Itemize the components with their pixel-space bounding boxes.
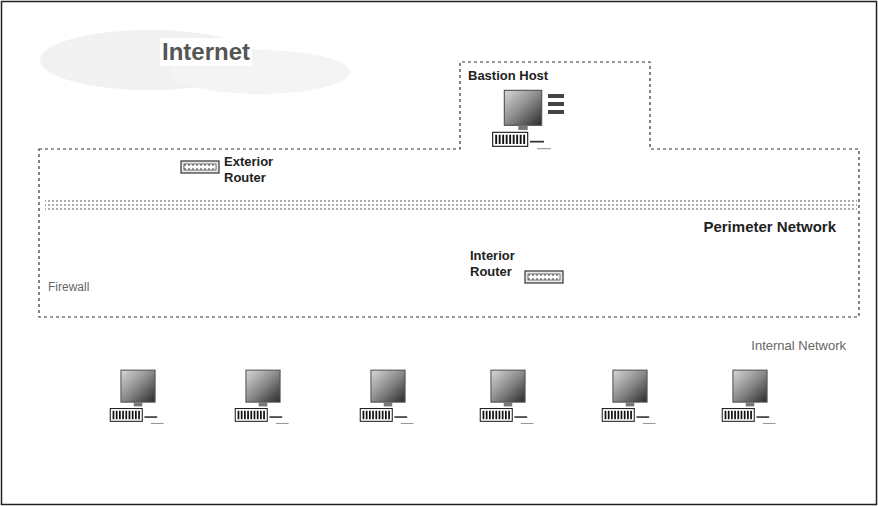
host-label: Bastion Host [468, 68, 618, 84]
router-label: Exterior Router [224, 154, 294, 185]
network-label: Perimeter Network [701, 218, 838, 235]
node-text: Firewall [48, 280, 89, 294]
router-label: Interior Router [470, 248, 522, 279]
firewall-boundary [39, 62, 859, 317]
network-label: Internet [160, 38, 252, 66]
node-text: Exterior Router [224, 154, 294, 185]
node-text: Bastion Host [468, 68, 618, 84]
node-text: Interior Router [470, 248, 522, 279]
network-label: Internal Network [749, 338, 848, 353]
